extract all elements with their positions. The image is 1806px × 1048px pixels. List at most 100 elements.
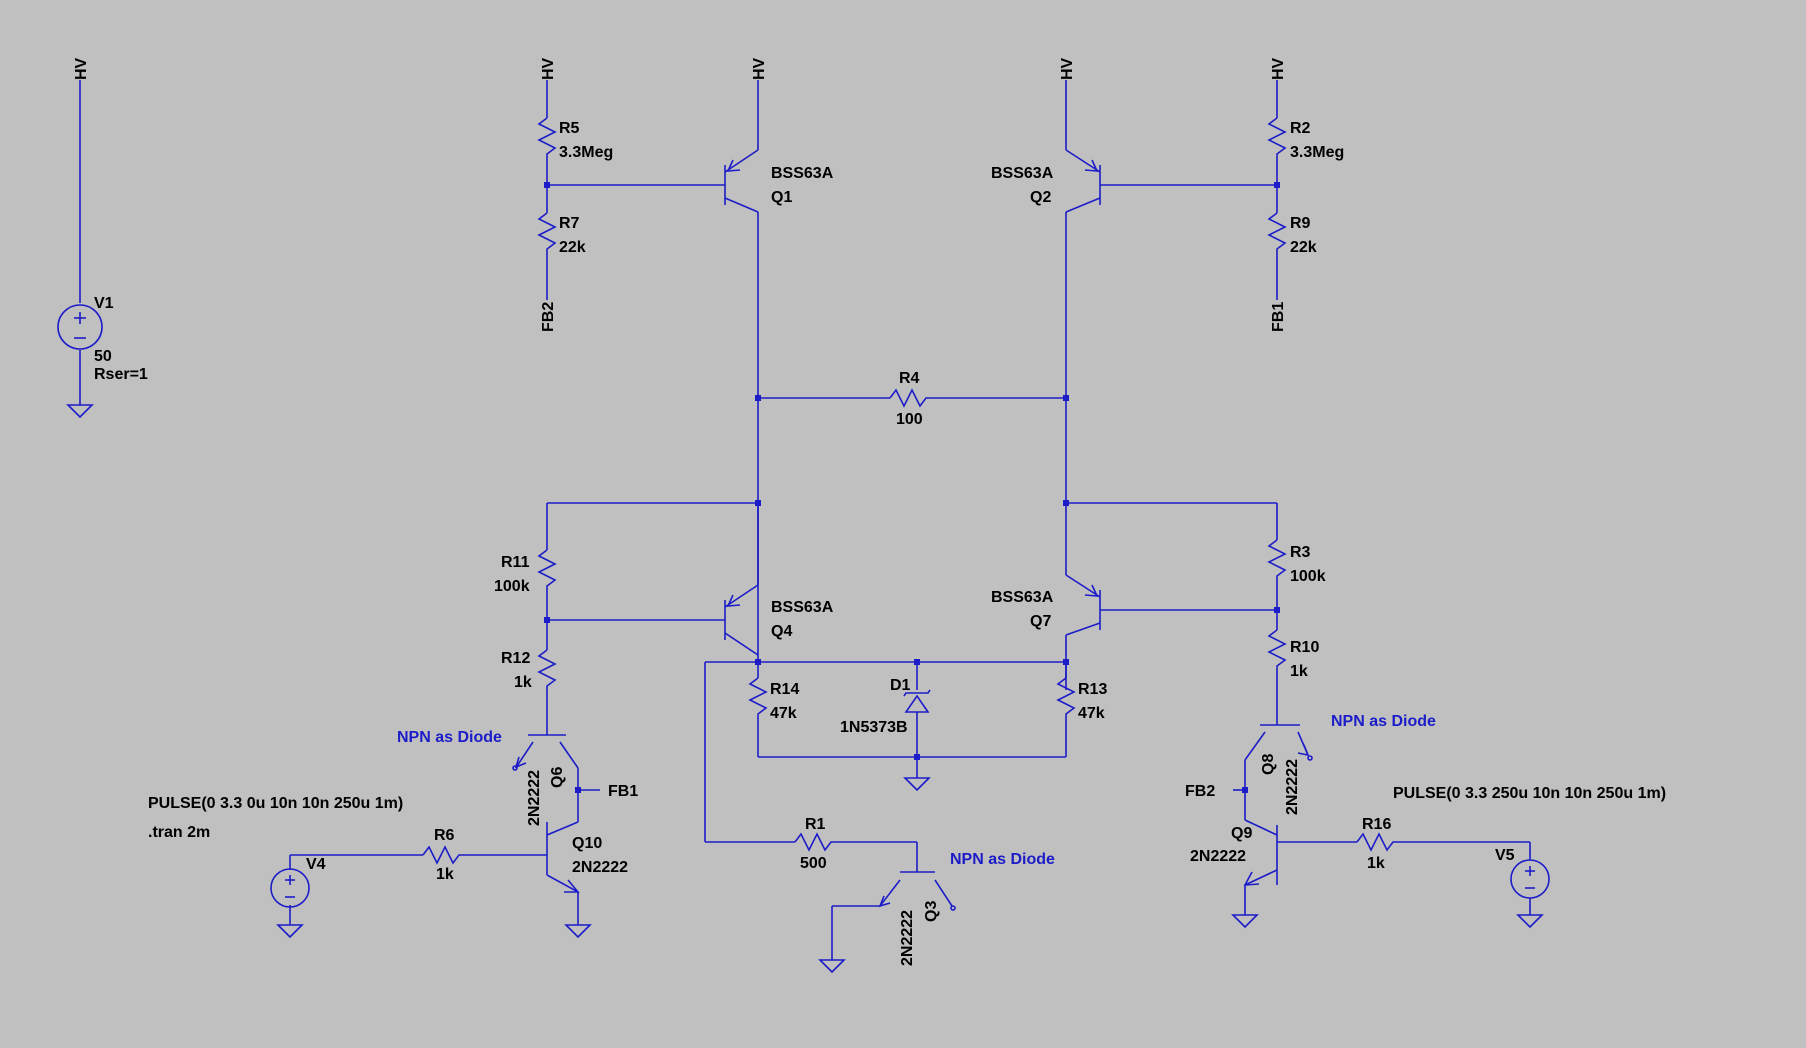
R4-symbol <box>889 388 932 408</box>
resistor-symbols <box>422 117 1399 865</box>
Q6-model: 2N2222 <box>526 770 543 826</box>
R7-symbol <box>537 212 557 255</box>
R14-symbol <box>748 677 768 720</box>
comment-npn-diode-right: NPN as Diode <box>1331 713 1436 730</box>
Q10-model: 2N2222 <box>572 859 628 876</box>
V4-symbol <box>270 868 310 908</box>
net-label-hv: HV <box>540 57 557 80</box>
transistor-symbols <box>512 149 1313 911</box>
R13-value: 47k <box>1078 705 1105 722</box>
Q10-arrow <box>564 879 580 893</box>
directives: PULSE(0 3.3 0u 10n 10n 250u 1m) .tran 2m… <box>148 713 1666 868</box>
R5-name: R5 <box>559 120 580 137</box>
D1-symbol <box>903 689 931 713</box>
ground-icon <box>564 924 592 939</box>
R10-value: 1k <box>1290 663 1308 680</box>
source-symbols <box>57 304 1550 908</box>
Q4-name: Q4 <box>771 623 792 640</box>
R9-name: R9 <box>1290 215 1311 232</box>
net-label-fb1: FB1 <box>608 783 638 800</box>
R4-name: R4 <box>899 370 920 387</box>
Q9-arrow <box>1243 871 1260 886</box>
Q2-symbol <box>1065 149 1101 213</box>
Q3-name: Q3 <box>923 901 940 922</box>
R2-name: R2 <box>1290 120 1311 137</box>
R7-value: 22k <box>559 239 586 256</box>
R5-symbol <box>537 117 557 160</box>
V5-symbol <box>1510 859 1550 899</box>
ground-symbols <box>66 404 1544 974</box>
R13-name: R13 <box>1078 681 1107 698</box>
R11-value: 100k <box>494 578 530 595</box>
R4-value: 100 <box>896 411 923 428</box>
Q8-arrow <box>1297 744 1310 757</box>
Q2-model: BSS63A <box>991 165 1054 182</box>
R9-value: 22k <box>1290 239 1317 256</box>
R3-symbol <box>1267 539 1287 582</box>
R12-name: R12 <box>501 650 530 667</box>
R6-symbol <box>422 845 465 865</box>
R16-value: 1k <box>1367 855 1385 872</box>
ground-icon <box>1231 914 1259 929</box>
component-labels: V1 50 Rser=1 R5 3.3Meg R7 22k BSS63A Q1 … <box>94 120 1515 966</box>
tran-directive: .tran 2m <box>148 824 210 841</box>
R1-value: 500 <box>800 855 827 872</box>
Q1-symbol <box>724 149 759 213</box>
net-label-hv: HV <box>751 57 768 80</box>
Q1-name: Q1 <box>771 189 792 206</box>
net-label-fb2: FB2 <box>540 302 557 332</box>
Q9-model: 2N2222 <box>1190 848 1246 865</box>
net-label-hv: HV <box>73 57 90 80</box>
comment-npn-diode-left: NPN as Diode <box>397 729 502 746</box>
R14-value: 47k <box>770 705 797 722</box>
Q8-name: Q8 <box>1260 754 1277 775</box>
ground-icon <box>818 959 846 974</box>
R16-symbol <box>1356 832 1399 852</box>
R10-name: R10 <box>1290 639 1319 656</box>
R13-symbol <box>1056 677 1076 720</box>
R3-value: 100k <box>1290 568 1326 585</box>
Q6-name: Q6 <box>549 767 566 788</box>
V5-name: V5 <box>1495 847 1515 864</box>
V1-rser: Rser=1 <box>94 366 148 383</box>
V1-value: 50 <box>94 348 112 365</box>
Q1-model: BSS63A <box>771 165 834 182</box>
R10-symbol <box>1267 629 1287 672</box>
R2-symbol <box>1267 117 1287 160</box>
comment-npn-diode-center: NPN as Diode <box>950 851 1055 868</box>
R1-symbol <box>794 832 837 852</box>
Q7-name: Q7 <box>1030 613 1051 630</box>
net-labels: HV HV HV HV HV FB2 FB1 FB1 FB2 <box>73 57 1287 800</box>
net-label-hv: HV <box>1059 57 1076 80</box>
Q7-model: BSS63A <box>991 589 1054 606</box>
R16-name: R16 <box>1362 816 1391 833</box>
ground-icon <box>903 777 931 792</box>
pulse-directive-v5: PULSE(0 3.3 250u 10n 10n 250u 1m) <box>1393 785 1666 802</box>
R3-name: R3 <box>1290 544 1311 561</box>
Q4-model: BSS63A <box>771 599 834 616</box>
net-label-fb2: FB2 <box>1185 783 1215 800</box>
Q10-name: Q10 <box>572 835 602 852</box>
ground-icon <box>276 924 304 939</box>
Q8-model: 2N2222 <box>1284 759 1301 815</box>
Q9-name: Q9 <box>1231 825 1252 842</box>
Q7-symbol <box>1065 574 1101 636</box>
Q4-symbol <box>724 503 759 656</box>
R11-name: R11 <box>501 554 530 571</box>
D1-name: D1 <box>890 677 911 694</box>
Q3-arrow <box>878 895 891 908</box>
R5-value: 3.3Meg <box>559 144 613 161</box>
R2-value: 3.3Meg <box>1290 144 1344 161</box>
V1-symbol <box>57 304 103 350</box>
V1-name: V1 <box>94 295 114 312</box>
R9-symbol <box>1267 212 1287 255</box>
R12-value: 1k <box>514 674 532 691</box>
R6-value: 1k <box>436 866 454 883</box>
junctions <box>544 182 1280 793</box>
R14-name: R14 <box>770 681 799 698</box>
Q2-name: Q2 <box>1030 189 1051 206</box>
pulse-directive-v4: PULSE(0 3.3 0u 10n 10n 250u 1m) <box>148 795 403 812</box>
Q3-model: 2N2222 <box>899 910 916 966</box>
